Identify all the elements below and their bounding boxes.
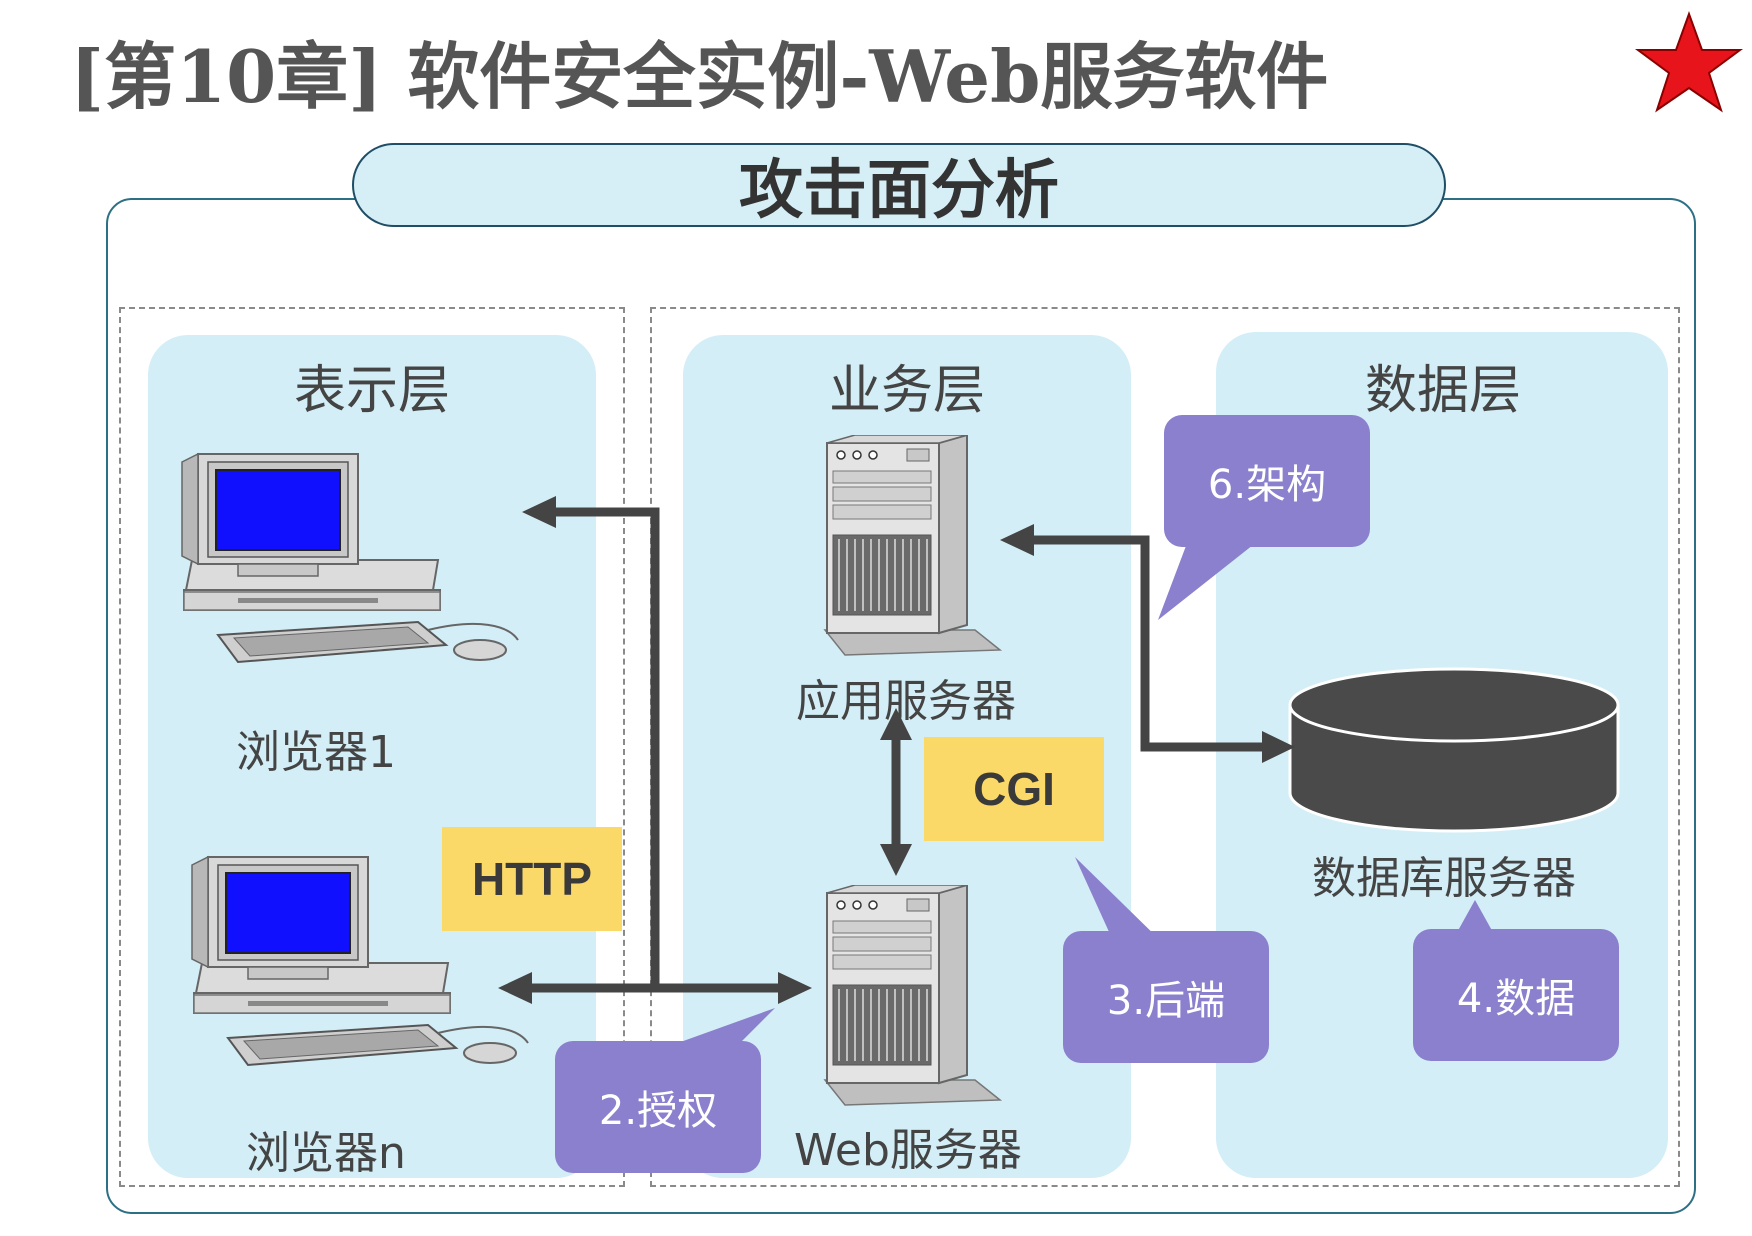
callout-architecture: 6.架构 [1164,415,1370,547]
browser-1-label: 浏览器1 [236,727,396,778]
db-server-label: 数据库服务器 [1312,853,1576,904]
data-layer-title: 数据层 [1364,361,1521,421]
web-server-label: Web服务器 [794,1125,1022,1176]
server-icon [823,885,1003,1106]
star-icon [1634,11,1744,113]
callout-data: 4.数据 [1413,929,1619,1061]
computer-icon [181,452,519,664]
cgi-protocol-label: CGI [924,737,1104,841]
slide-title: [第10章] 软件安全实例-Web服务软件 [70,34,1329,119]
browser-n-label: 浏览器n [246,1128,406,1179]
callout-backend: 3.后端 [1063,931,1269,1063]
app-server-label: 应用服务器 [796,676,1016,727]
callout-authorization: 2.授权 [555,1041,761,1173]
computer-icon [191,855,529,1067]
section-title: 攻击面分析 [352,143,1446,228]
presentation-layer-title: 表示层 [293,361,450,421]
business-layer-title: 业务层 [828,361,985,421]
http-protocol-label: HTTP [442,827,622,931]
server-icon [823,435,1003,656]
database-icon [1288,667,1620,833]
